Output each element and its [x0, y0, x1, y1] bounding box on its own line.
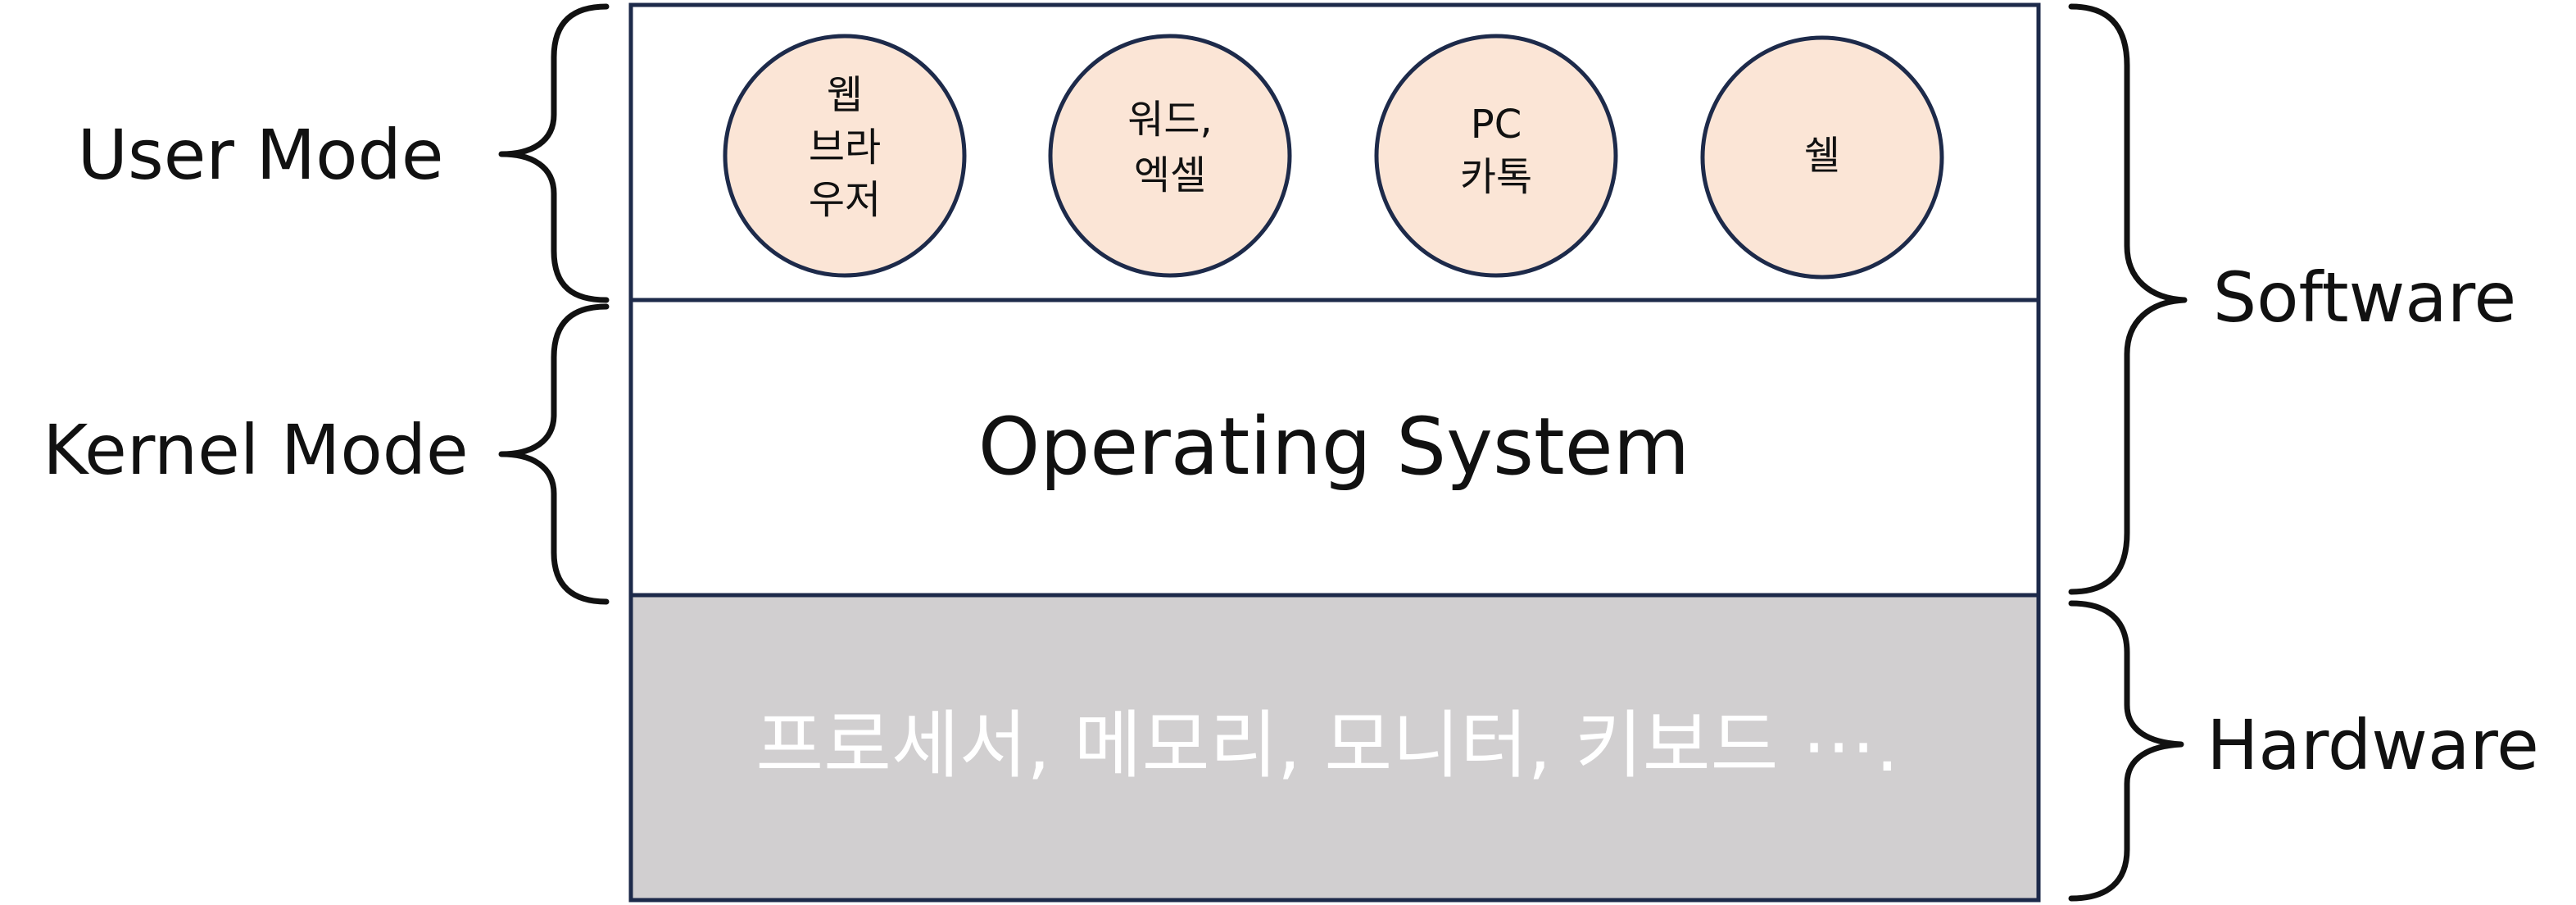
software-brace: [2068, 3, 2188, 595]
software-label: Software: [2213, 257, 2516, 338]
app-label-line: 카톡: [1460, 154, 1532, 200]
app-label-line: 우저: [809, 177, 881, 223]
kernel-mode-brace: [498, 303, 610, 605]
app-label-line: 쉘: [1804, 133, 1840, 179]
app-circle: [1048, 34, 1292, 278]
kernel-mode-label: Kernel Mode: [43, 410, 468, 490]
app-word-excel: 워드, 엑셀: [1048, 34, 1292, 278]
hardware-brace: [2068, 600, 2184, 902]
app-label-line: 웹: [827, 72, 863, 118]
hardware-components-label: 프로세서, 메모리, 모니터, 키보드 ⋯.: [755, 703, 1898, 789]
app-circle: [1700, 35, 1944, 280]
app-label-line: PC: [1471, 102, 1522, 148]
app-circle: [723, 34, 967, 278]
app-label-line: 워드,: [1127, 97, 1213, 143]
hardware-label: Hardware: [2206, 705, 2539, 785]
user-mode-brace: [498, 3, 610, 303]
app-web-browser: 웹 브라 우저: [723, 34, 967, 278]
user-mode-label: User Mode: [77, 115, 443, 195]
hardware-layer: [628, 593, 2041, 903]
app-label-line: 엑셀: [1134, 152, 1206, 198]
app-label-line: 브라: [809, 125, 881, 171]
app-shell: 쉘: [1700, 35, 1944, 280]
kernel-mode-layer: [628, 298, 2041, 598]
operating-system-label: Operating System: [978, 401, 1689, 493]
app-circle: [1374, 34, 1618, 278]
app-pc-kakaotalk: PC 카톡: [1374, 34, 1618, 278]
